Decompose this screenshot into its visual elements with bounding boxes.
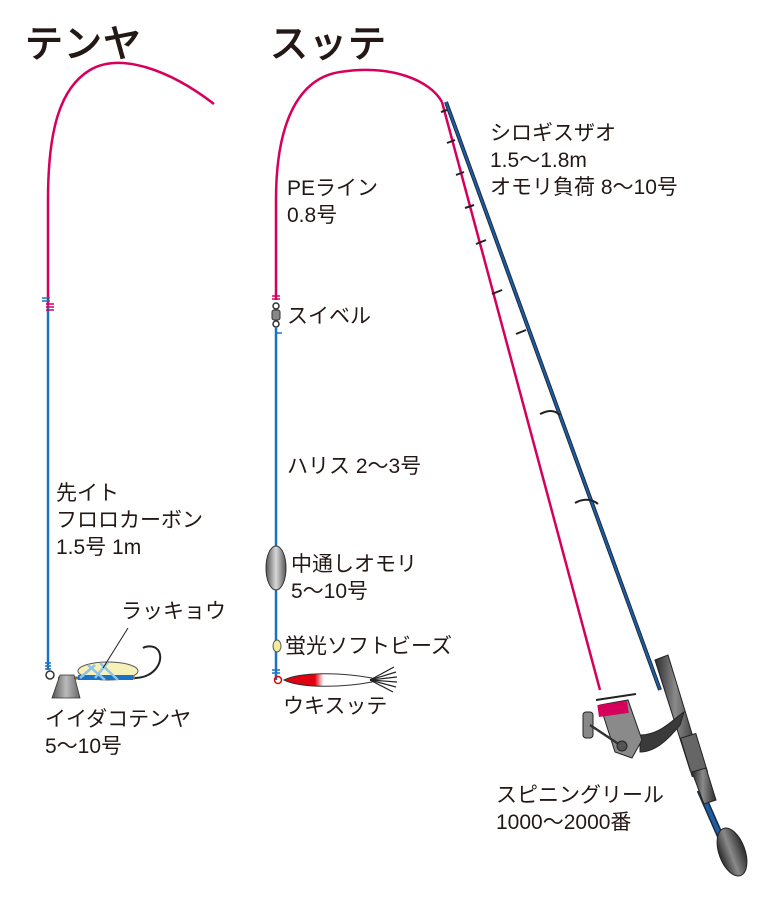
- pe-line-tenya: [46, 61, 215, 305]
- pe-line-sutte: [274, 68, 444, 300]
- bead-icon: [272, 639, 282, 653]
- sutte-rig: [265, 68, 444, 693]
- sinker-icon: [265, 545, 287, 591]
- pe-line-label: PEライン 0.8号: [287, 177, 379, 227]
- squid-jig-tentacles-icon: [369, 666, 398, 693]
- swivel-label: スイベル: [287, 305, 371, 328]
- leader-label: 先イト フロロカーボン 1.5号 1m: [56, 482, 203, 559]
- tenya-rig: [42, 61, 215, 699]
- title-sutte: スッテ: [270, 22, 388, 66]
- rod-assembly: [440, 101, 748, 877]
- reel-label: スピニングリール 1000〜2000番: [496, 784, 664, 834]
- lure-label: ウキスッテ: [283, 695, 388, 718]
- tenya-weight-icon: [51, 674, 81, 699]
- snap-ring-icon: [45, 670, 55, 680]
- sinker-label: 中通しオモリ 5〜10号: [291, 553, 417, 603]
- butt-grip: [716, 827, 748, 877]
- rod-guides: [440, 109, 599, 505]
- knot-icon: [46, 303, 54, 311]
- title-tenya: テンヤ: [25, 22, 143, 66]
- hook-icon: [134, 645, 162, 679]
- main-line-on-rod: [440, 101, 602, 691]
- bait-label: ラッキョウ: [121, 600, 226, 623]
- bead-label: 蛍光ソフトビーズ: [285, 635, 452, 658]
- spinning-reel-icon: [582, 693, 685, 759]
- rod-label: シロギスザオ 1.5〜1.8m オモリ負荷 8〜10号: [490, 122, 678, 199]
- harris-label: ハリス 2〜3号: [287, 455, 422, 478]
- swivel-icon: [271, 302, 281, 328]
- tenya-weight-label: イイダコテンヤ 5〜10号: [45, 708, 192, 758]
- sutte-lure-icon: [282, 673, 373, 687]
